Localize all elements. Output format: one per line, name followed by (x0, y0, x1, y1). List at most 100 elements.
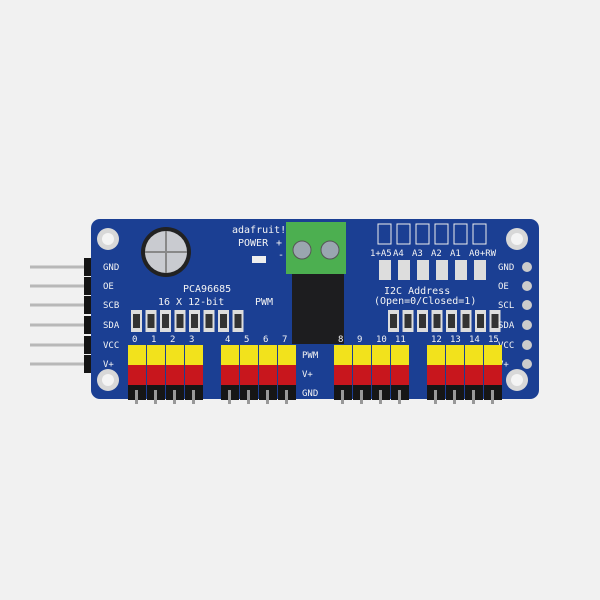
channel-label: 11 (395, 335, 406, 345)
resistor-body (477, 314, 484, 328)
resistor-body (234, 314, 242, 328)
row-label: PWM (302, 351, 319, 361)
power-plus: + (276, 238, 282, 249)
right-pin-label: SCL (498, 301, 514, 311)
channel-label: 1 (151, 335, 156, 345)
pwm-pin-header (166, 345, 184, 365)
pwm-pin-header (128, 345, 146, 365)
channel-label: 14 (469, 335, 480, 345)
channel-label: 13 (450, 335, 461, 345)
address-jumper (472, 223, 487, 245)
vplus-pin-header (391, 365, 409, 385)
channel-label: 12 (431, 335, 442, 345)
right-pin-label: VCC (498, 341, 514, 351)
header-pin (398, 390, 401, 404)
channel-label: 7 (282, 335, 287, 345)
vplus-pin-header (353, 365, 371, 385)
right-pin-pad (522, 300, 532, 310)
header-pin (30, 284, 92, 288)
address-jumper (434, 223, 449, 245)
pwm-pin-header (334, 345, 352, 365)
channel-label: 3 (189, 335, 194, 345)
channel-label: 2 (170, 335, 175, 345)
address-jumper (396, 223, 411, 245)
mounting-hole-center (511, 374, 523, 386)
pwm-pin-header (278, 345, 296, 365)
left-pin-label: VCC (103, 341, 119, 351)
address-label: 1+A5 (370, 249, 392, 259)
brand-label: adafruit! (232, 225, 286, 236)
resistor (417, 260, 429, 280)
left-pin-label: OE (103, 282, 114, 292)
vplus-pin-header (334, 365, 352, 385)
header-pin (30, 265, 92, 269)
resistor-body (220, 314, 227, 328)
pwm-pin-header (391, 345, 409, 365)
header-pin (30, 343, 92, 347)
left-pin-label: V+ (103, 360, 114, 370)
pwm-pin-header (259, 345, 277, 365)
address-jumper (415, 223, 430, 245)
vplus-pin-header (446, 365, 464, 385)
header-pin (154, 390, 157, 404)
left-pin-label: SCB (103, 301, 119, 311)
resistor-body (462, 314, 470, 328)
right-pin-label: OE (498, 282, 509, 292)
pwm-pin-header (372, 345, 390, 365)
header-pin (192, 390, 195, 404)
pwm-pin-header (147, 345, 165, 365)
pwm-pin-header (240, 345, 258, 365)
vplus-pin-header (259, 365, 277, 385)
address-jumper (453, 223, 468, 245)
resistor (398, 260, 410, 280)
address-label: A0+RW (469, 249, 497, 259)
channel-label: 10 (376, 335, 387, 345)
right-pin-label: GND (498, 263, 514, 273)
right-pin-pad (522, 340, 532, 350)
pca9685-chip (292, 274, 344, 344)
screw-icon (320, 240, 340, 260)
vplus-pin-header (278, 365, 296, 385)
resistor-body (133, 314, 140, 328)
screw-icon (292, 240, 312, 260)
address-label: A3 (412, 249, 423, 259)
header-pin (285, 390, 288, 404)
vplus-pin-header (427, 365, 445, 385)
i2c-note: (Open=0/Closed=1) (374, 296, 476, 307)
header-pin (173, 390, 176, 404)
right-pin-pad (522, 359, 532, 369)
pwm-pin-header (427, 345, 445, 365)
resistor-body (390, 314, 397, 328)
power-led (252, 256, 266, 263)
mounting-hole-center (511, 233, 523, 245)
header-pin (30, 303, 92, 307)
resistor-body (176, 314, 184, 328)
resistor-body (433, 314, 441, 328)
channel-label: 5 (244, 335, 249, 345)
resistor (436, 260, 448, 280)
header-pin (360, 390, 363, 404)
resistor (474, 260, 486, 280)
header-pin (491, 390, 494, 404)
pwm-pin-header (353, 345, 371, 365)
address-jumper (377, 223, 392, 245)
resistor-body (191, 314, 198, 328)
vplus-pin-header (147, 365, 165, 385)
header-pin (453, 390, 456, 404)
right-pin-label: V+ (498, 360, 509, 370)
right-pin-pad (522, 320, 532, 330)
capacitor-vent (145, 231, 187, 273)
row-label: GND (302, 389, 318, 399)
resistor-body (491, 314, 499, 328)
row-label: V+ (302, 370, 313, 380)
pwm-label: PWM (255, 297, 273, 308)
vplus-pin-header (465, 365, 483, 385)
pwm-pin-header (221, 345, 239, 365)
address-label: A2 (431, 249, 442, 259)
vplus-pin-header (128, 365, 146, 385)
resistor-body (419, 314, 426, 328)
